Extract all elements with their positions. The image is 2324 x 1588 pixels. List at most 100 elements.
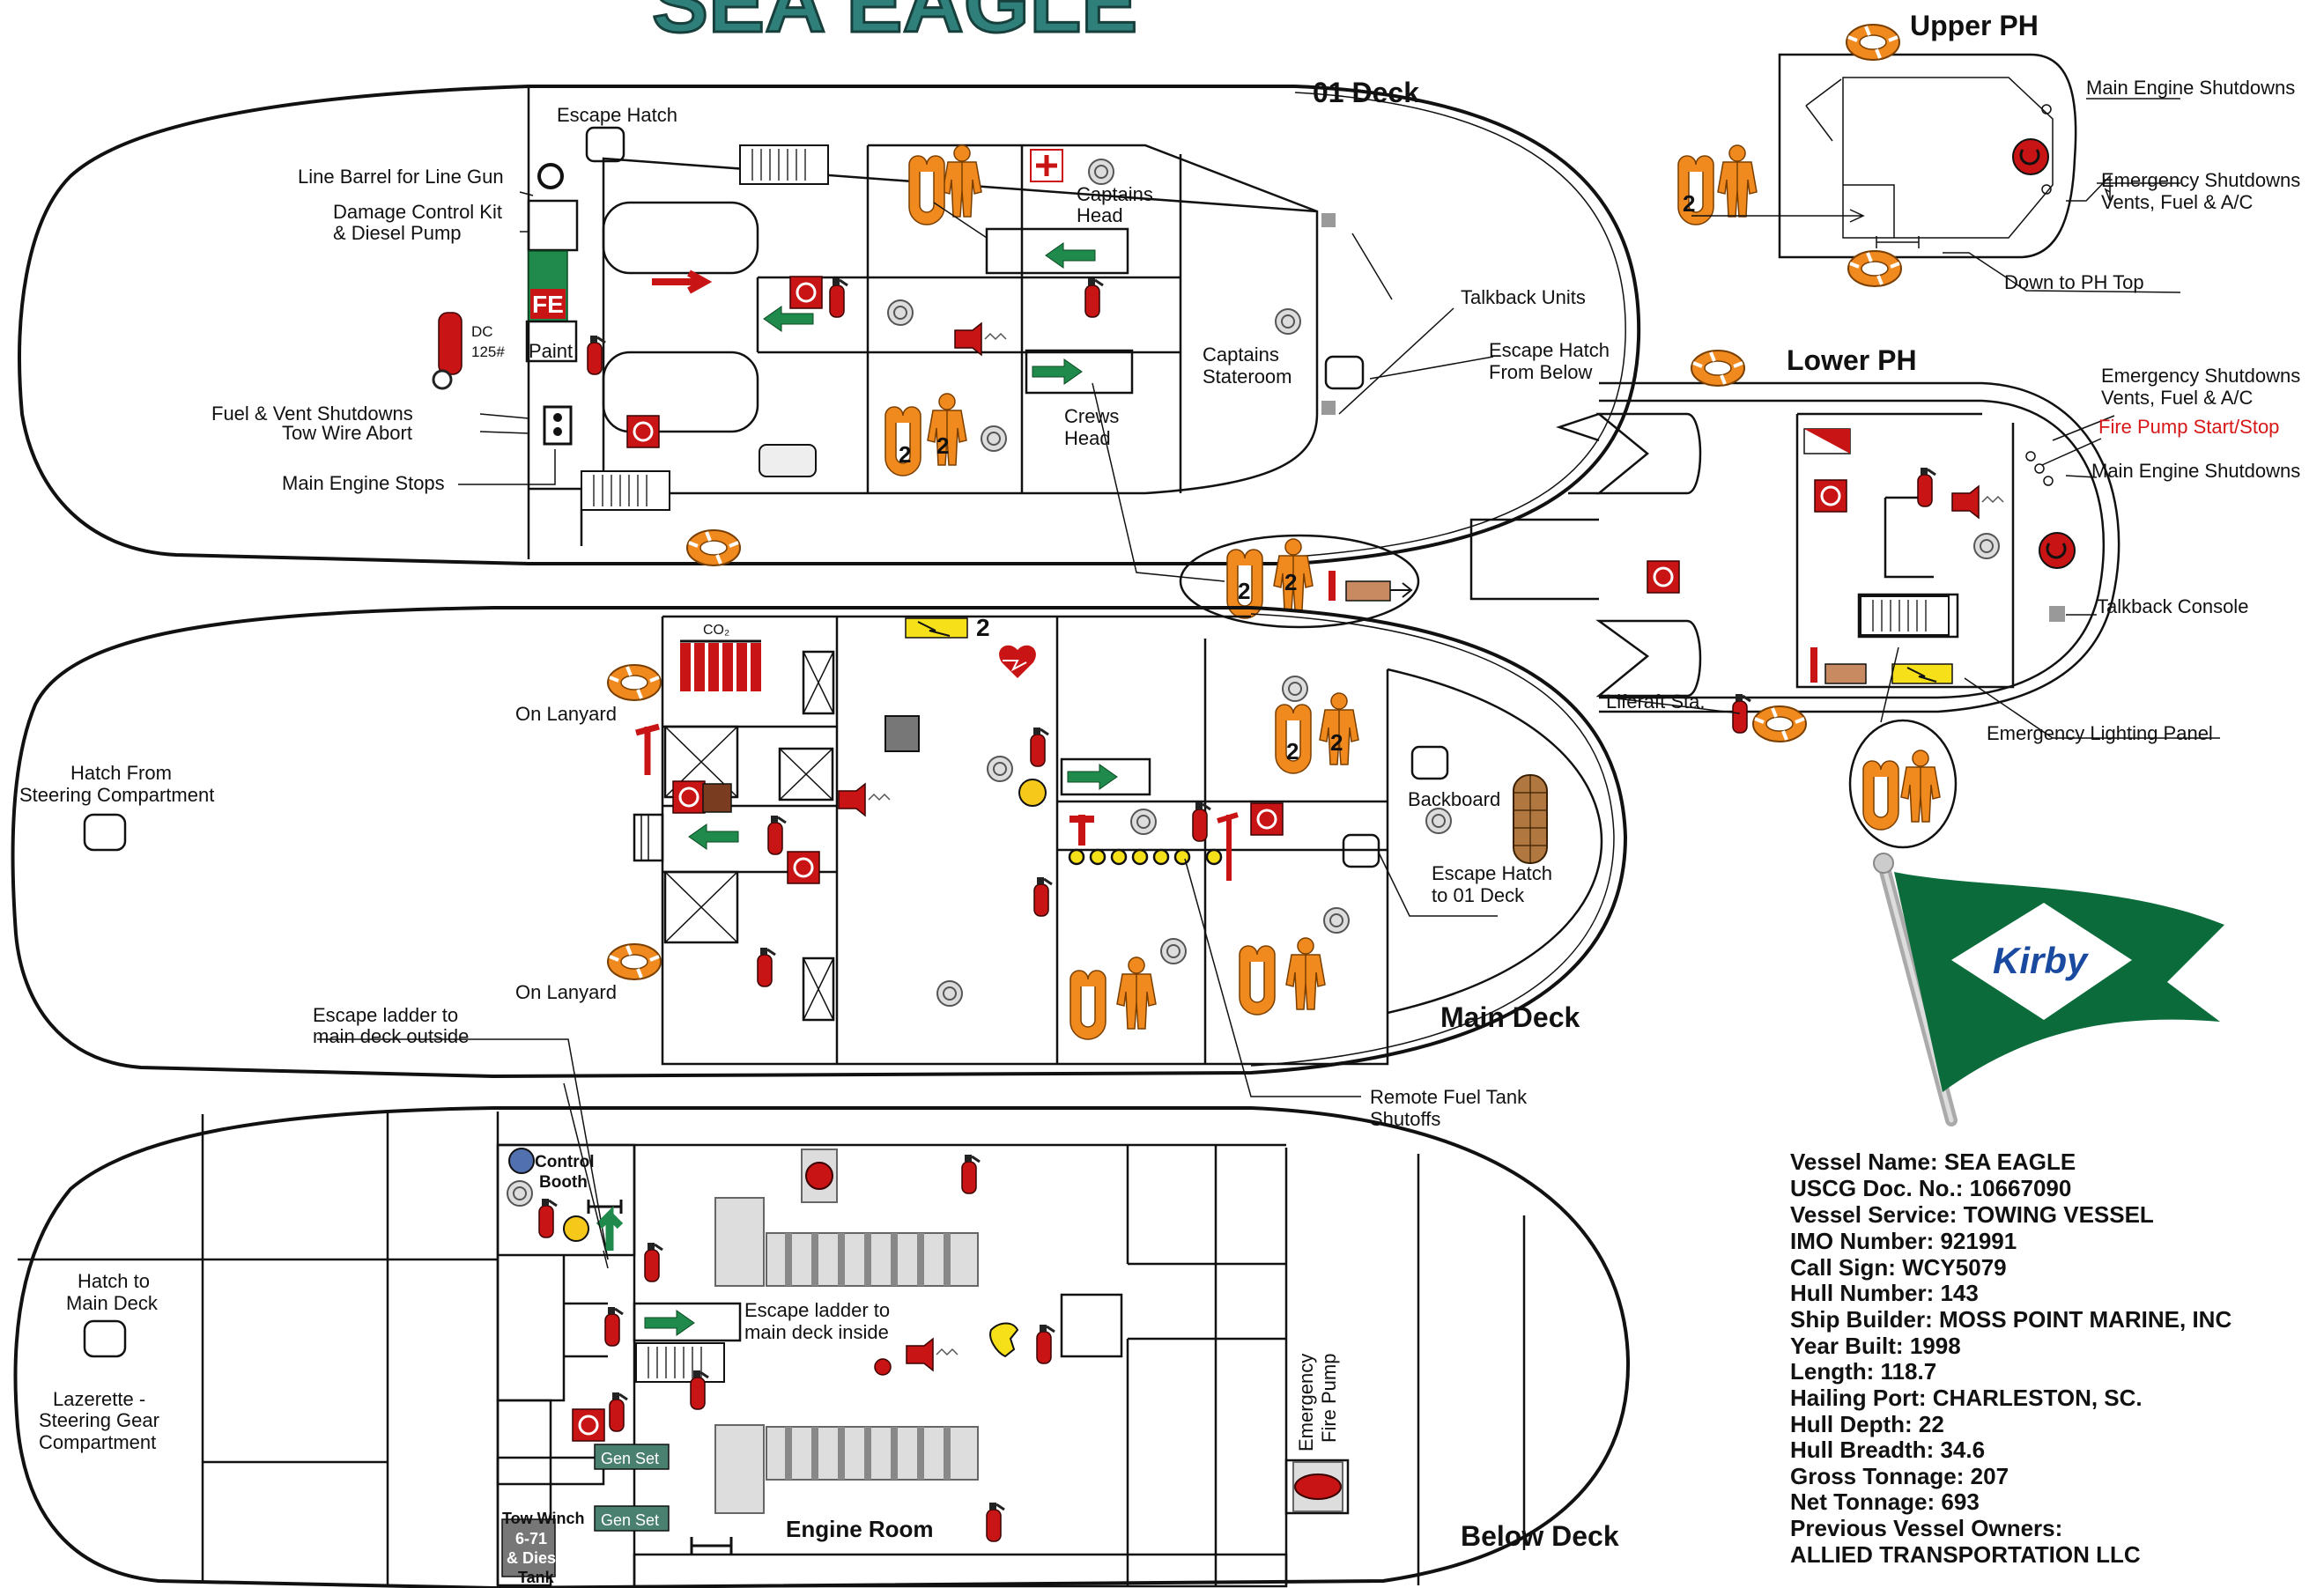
two-count-label: 2 (976, 614, 990, 641)
vessel-info-line: Call Sign: WCY5079 (1790, 1254, 2007, 1281)
upper-ph-title: Upper PH (1910, 10, 2039, 41)
fire-hose-station-icon (571, 1407, 606, 1443)
fire-extinguisher-icon (1916, 466, 1937, 508)
main-engine-stops-label: Main Engine Stops (282, 472, 445, 494)
tow-wire-abort-label: Tow Wire Abort (282, 422, 412, 444)
line-barrel-label: Line Barrel for Line Gun (298, 166, 504, 188)
hatch-to-main-deck-label-2: Main Deck (66, 1292, 159, 1314)
main-engine-shutdowns-lower-label: Main Engine Shutdowns (2091, 460, 2300, 482)
emergency-lighting-icon (905, 617, 968, 639)
liferaft-station-label: Liferaft Sta. (1606, 691, 1706, 713)
egress-arrow-icon (644, 1310, 695, 1336)
life-jacket-icon (1069, 970, 1106, 1040)
talkback-unit-icon (1321, 401, 1336, 415)
upper-pilothouse-plan: 2 Upper PH Main Engine Shutdowns Emergen… (1677, 10, 2300, 293)
smoke-detector-icon (987, 756, 1013, 782)
vessel-info-block: Vessel Name: SEA EAGLE USCG Doc. No.: 10… (1790, 1149, 2231, 1568)
hatch-icon (83, 813, 127, 852)
fire-hose-station-icon (1813, 478, 1848, 513)
stairs-icon (635, 1342, 725, 1383)
axe-icon (1069, 815, 1094, 846)
fire-hose-station-icon (786, 850, 821, 885)
fire-extinguisher-icon (1029, 726, 1050, 768)
fire-extinguisher-icon (1032, 875, 1054, 918)
gen-set-icon (594, 1444, 670, 1470)
damage-control-kit-icon (527, 199, 579, 252)
main-engine-shutdowns-label: Main Engine Shutdowns (2086, 77, 2295, 99)
paint-label: Paint (529, 340, 573, 362)
engine-icon (714, 1424, 979, 1514)
egress-arrow-icon (688, 824, 739, 850)
smoke-detector-icon (507, 1180, 533, 1207)
backboard-label: Backboard (1408, 788, 1500, 810)
kirby-brand-label: Kirby (1993, 940, 2090, 981)
dc-extinguisher-icon (432, 312, 463, 390)
emergency-shutdowns-label: Emergency Shutdowns (2101, 169, 2300, 191)
fire-extinguisher-icon (756, 946, 777, 988)
below-deck-plan: Control Booth Hatch to Main Deck Lazeret… (13, 1082, 1631, 1588)
control-booth-label-2: Booth (539, 1173, 588, 1192)
stairs-icon (1860, 595, 1950, 636)
lazarette-label: Lazerette - (53, 1388, 145, 1410)
escape-hatch-icon (1410, 745, 1449, 780)
smoke-detector-icon (1282, 676, 1308, 702)
kirby-flag-logo: Kirby (1873, 853, 2224, 1126)
compartment-label: Compartment (39, 1431, 156, 1453)
smoke-detector-icon (887, 299, 914, 326)
lower-ph-title: Lower PH (1787, 344, 1917, 376)
fire-extinguisher-icon (960, 1153, 981, 1195)
crews-head-label-2: Head (1064, 427, 1111, 449)
diesel-pump-label: & Diesel Pump (333, 222, 462, 244)
fire-hose-station-icon (1646, 559, 1681, 595)
life-jacket-icon (908, 155, 945, 225)
remote-fuel-shutoffs-label: Remote Fuel Tank (1370, 1086, 1528, 1108)
fire-extinguisher-icon (1084, 277, 1105, 319)
life-ring-icon (1751, 705, 1808, 743)
smoke-detector-icon (981, 425, 1007, 452)
co2-label: CO₂ (703, 623, 729, 638)
fire-extinguisher-icon (689, 1369, 710, 1411)
vessel-info-line: USCG Doc. No.: 10667090 (1790, 1175, 2071, 1201)
dc-size-label: 125# (471, 343, 505, 360)
vessel-info-line: Hull Depth: 22 (1790, 1411, 1944, 1437)
hose-reel-icon (1018, 779, 1047, 807)
talkback-units-label: Talkback Units (1461, 286, 1586, 308)
smoke-detector-icon (1323, 907, 1350, 934)
sound-powered-phone-icon (989, 1322, 1019, 1358)
lower-pilothouse-plan: Lower PH Emergency Shutdowns Vents, Fuel… (1469, 344, 2300, 849)
survival-suit-icon (1285, 937, 1326, 1010)
emergency-lighting-panel-label: Emergency Lighting Panel (1987, 722, 2213, 744)
talkback-unit-icon (1321, 213, 1336, 227)
engine-icon (714, 1197, 979, 1287)
barrel-icon (759, 444, 817, 477)
fire-hose-station-icon (625, 414, 661, 449)
axe-icon (1217, 812, 1239, 881)
emergency-shutdown-icon (2039, 532, 2076, 569)
emergency-fire-pump-icon (1292, 1461, 1343, 1512)
escape-ladder-outside-label-2: main deck outside (313, 1025, 469, 1047)
svg-text:2: 2 (899, 441, 911, 468)
smoke-detector-icon (1275, 308, 1301, 335)
on-lanyard-label: On Lanyard (515, 703, 617, 725)
escape-hatch-icon (1342, 833, 1380, 868)
steering-compartment-label: Steering Compartment (19, 784, 214, 806)
emergency-shutdowns-lower-label: Emergency Shutdowns (2101, 365, 2300, 387)
escape-hatch-from-below-label-2: From Below (1489, 361, 1592, 383)
vessel-title: SEA EAGLE (652, 0, 1137, 50)
alarm-bell-icon (1951, 485, 2004, 519)
steering-gear-label: Steering Gear (39, 1409, 159, 1431)
vessel-info-line: Year Built: 1998 (1790, 1333, 1961, 1359)
vessel-info-line: Vessel Service: TOWING VESSEL (1790, 1201, 2154, 1228)
svg-text:2: 2 (936, 432, 949, 459)
escape-hatch-label: Escape Hatch (557, 104, 677, 126)
fire-extinguisher-icon (766, 814, 788, 856)
emergency-fire-pump-label-2: Fire Pump (1318, 1354, 1340, 1443)
svg-text:2: 2 (1286, 738, 1299, 764)
life-jacket-icon (1239, 945, 1276, 1016)
captains-head-label-2: Head (1077, 204, 1123, 226)
escape-hatch-icon (1324, 355, 1365, 390)
diesel-label: & Diesel (507, 1549, 569, 1567)
remote-fuel-shutoffs-label-2: Shutoffs (1370, 1108, 1440, 1130)
co2-bottles-icon (680, 639, 761, 691)
talkback-console-label: Talkback Console (2097, 595, 2248, 617)
